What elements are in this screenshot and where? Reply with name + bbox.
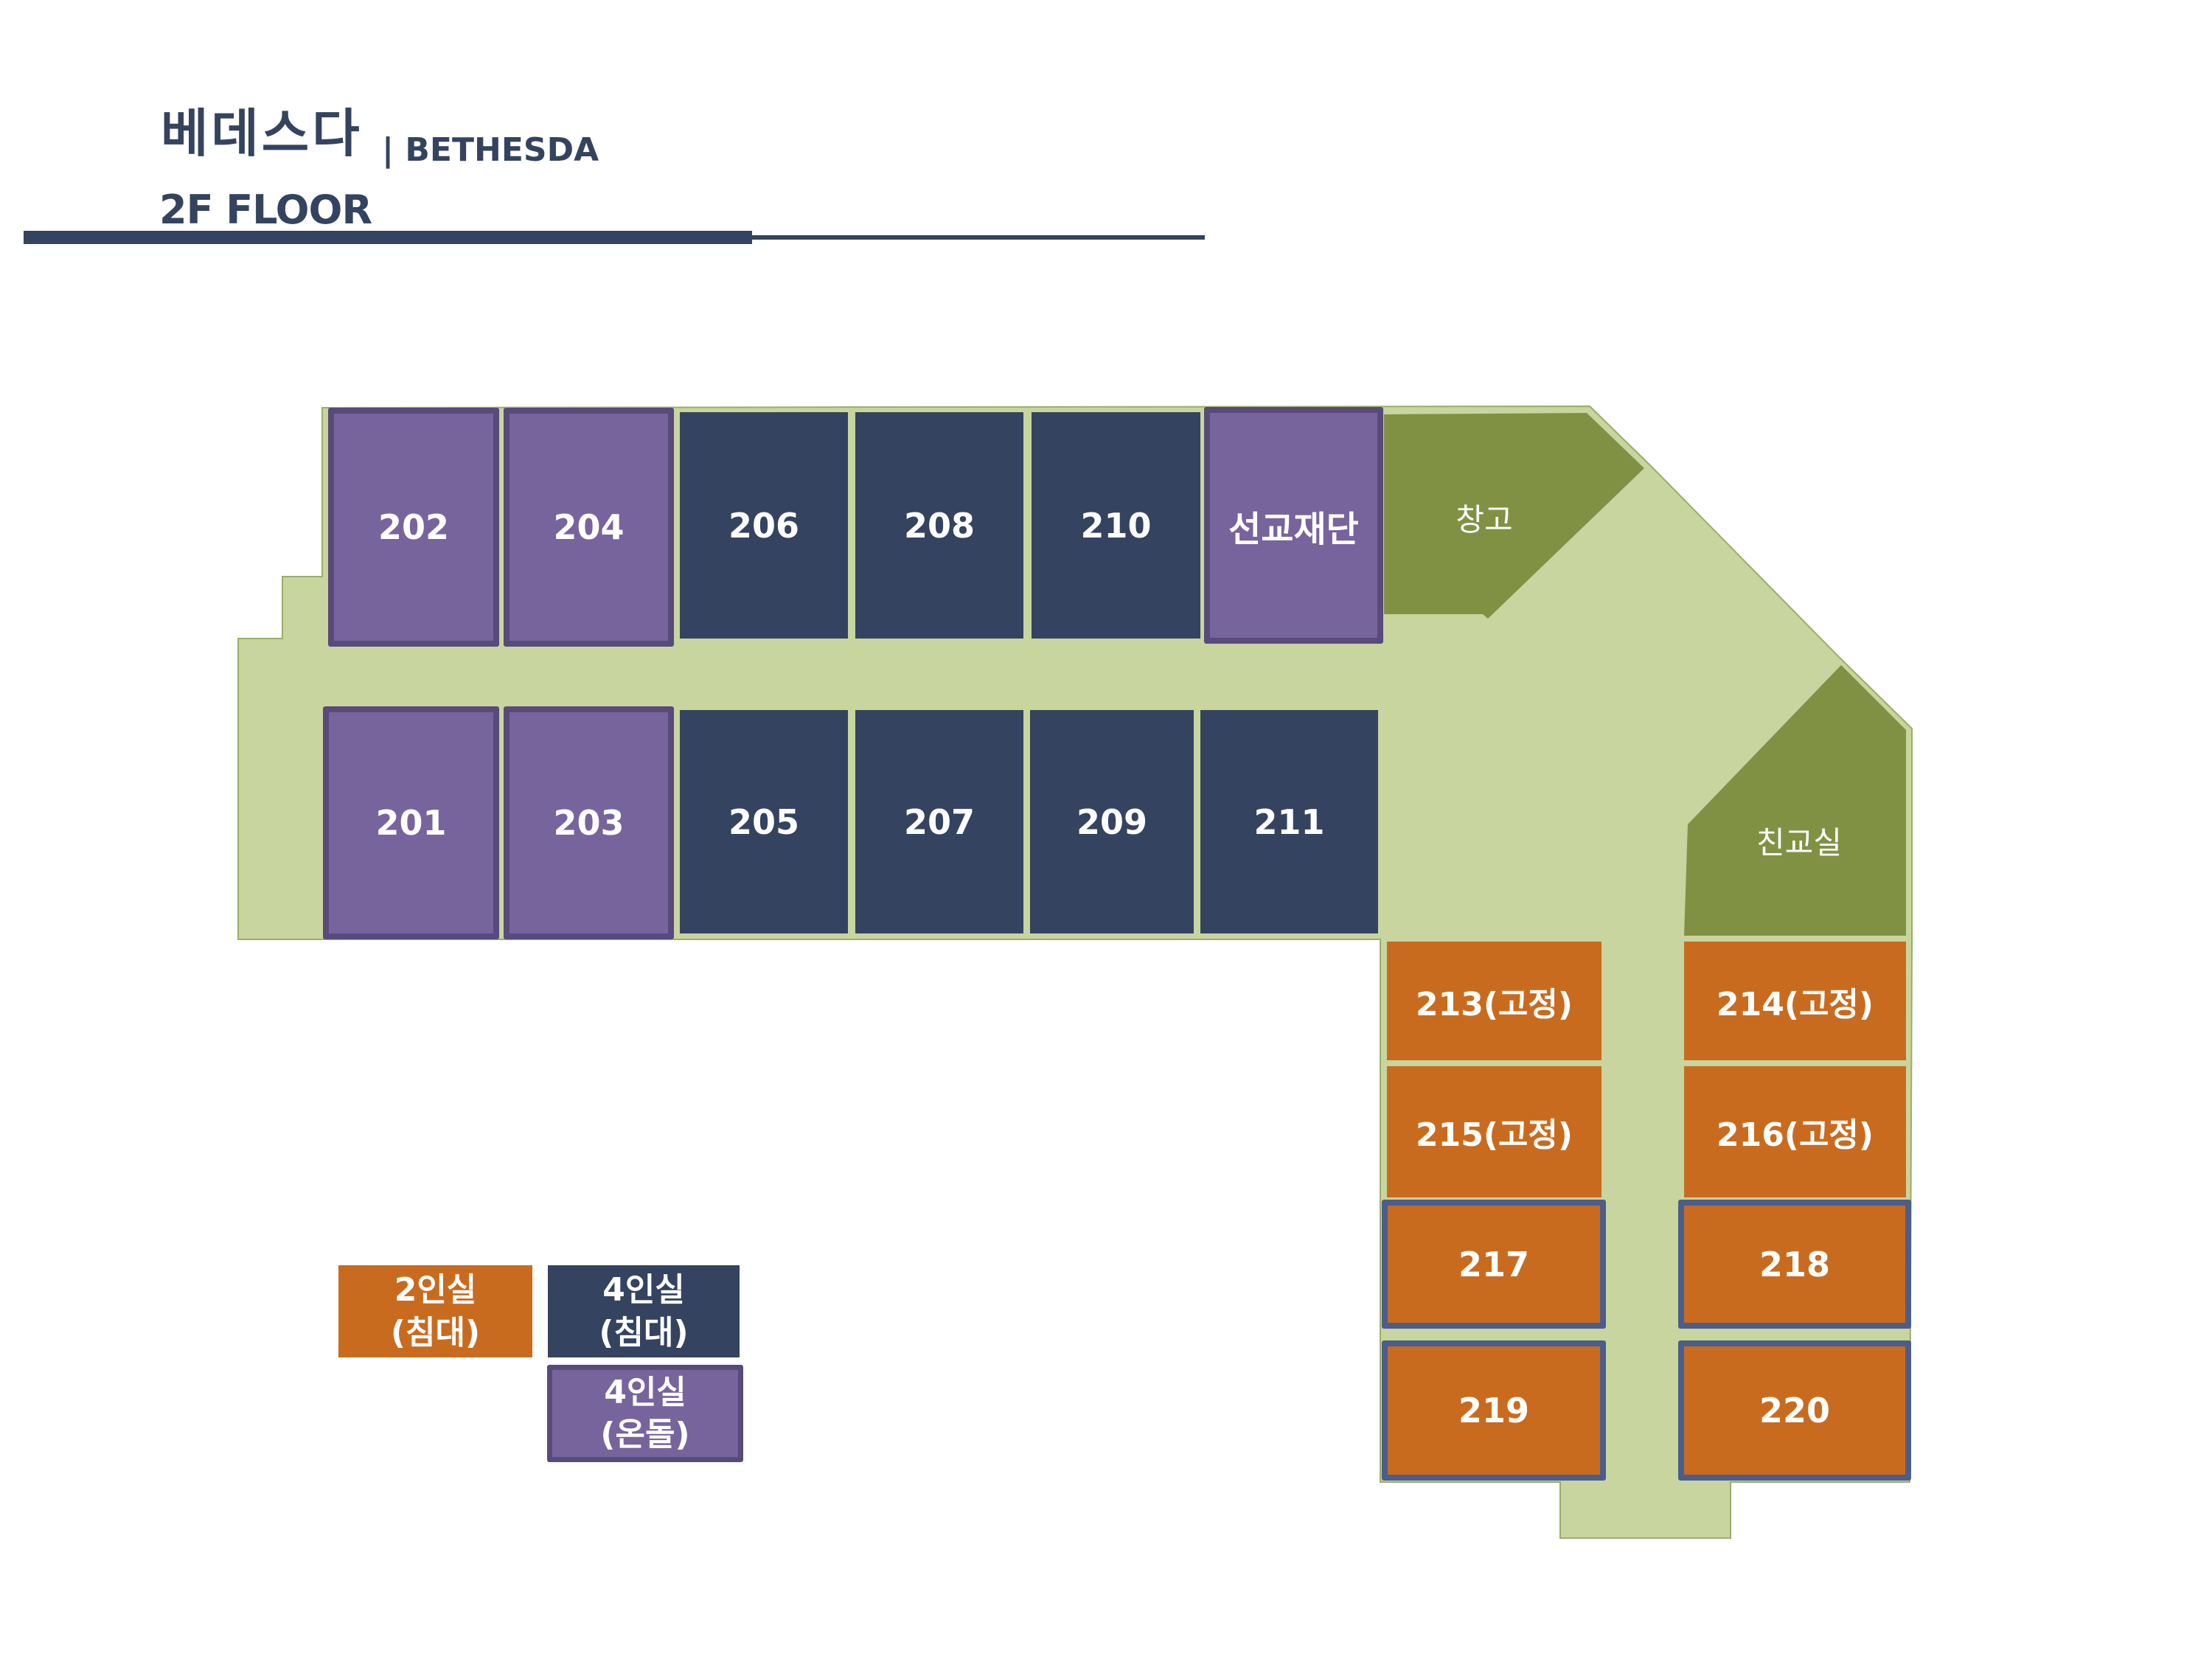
room-220[interactable]: 220 (1678, 1340, 1911, 1481)
fellowship-label: 친교실 (1756, 824, 1842, 861)
room-205[interactable]: 205 (680, 710, 848, 933)
building-title-korean: 베데스다 (161, 103, 363, 164)
legend-two-person-bed-line2: (침대) (390, 1313, 481, 1352)
legend-two-person-bed-line1: 2인실 (394, 1271, 477, 1310)
legend-two-person-bed: 2인실 (침대) (338, 1265, 532, 1357)
room-219[interactable]: 219 (1382, 1340, 1606, 1481)
header-divider-thin (752, 235, 1205, 240)
room-208[interactable]: 208 (855, 412, 1023, 639)
room-215[interactable]: 215(고정) (1387, 1066, 1601, 1197)
room-204[interactable]: 204 (504, 408, 674, 647)
room-211[interactable]: 211 (1200, 710, 1378, 933)
storage-room[interactable] (1384, 413, 1644, 619)
room-206[interactable]: 206 (680, 412, 848, 639)
legend-four-person-bed-line1: 4인실 (602, 1271, 685, 1310)
legend-four-person-ondol: 4인실 (온돌) (547, 1365, 743, 1462)
room-214[interactable]: 214(고정) (1684, 942, 1906, 1060)
building-title-english: | BETHESDA (382, 131, 599, 169)
room-202[interactable]: 202 (328, 408, 499, 647)
room-213[interactable]: 213(고정) (1387, 942, 1601, 1060)
legend-four-person-bed-line2: (침대) (599, 1313, 689, 1352)
legend-four-person-ondol-line1: 4인실 (604, 1373, 686, 1411)
room-mission-foundation[interactable]: 선교재단 (1204, 407, 1383, 644)
legend-four-person-ondol-line2: (온돌) (600, 1416, 690, 1453)
room-203[interactable]: 203 (504, 706, 674, 939)
room-217[interactable]: 217 (1382, 1200, 1606, 1329)
fellowship-room[interactable] (1684, 665, 1906, 936)
floor-title: 2F FLOOR (159, 187, 372, 233)
room-207[interactable]: 207 (855, 710, 1023, 933)
storage-label: 창고 (1455, 501, 1513, 538)
room-201[interactable]: 201 (323, 706, 499, 939)
room-218[interactable]: 218 (1678, 1200, 1911, 1329)
legend-four-person-bed: 4인실 (침대) (548, 1265, 740, 1357)
room-209[interactable]: 209 (1030, 710, 1194, 933)
room-210[interactable]: 210 (1032, 412, 1200, 639)
header-divider-thick (24, 231, 752, 244)
room-216[interactable]: 216(고정) (1684, 1066, 1906, 1197)
